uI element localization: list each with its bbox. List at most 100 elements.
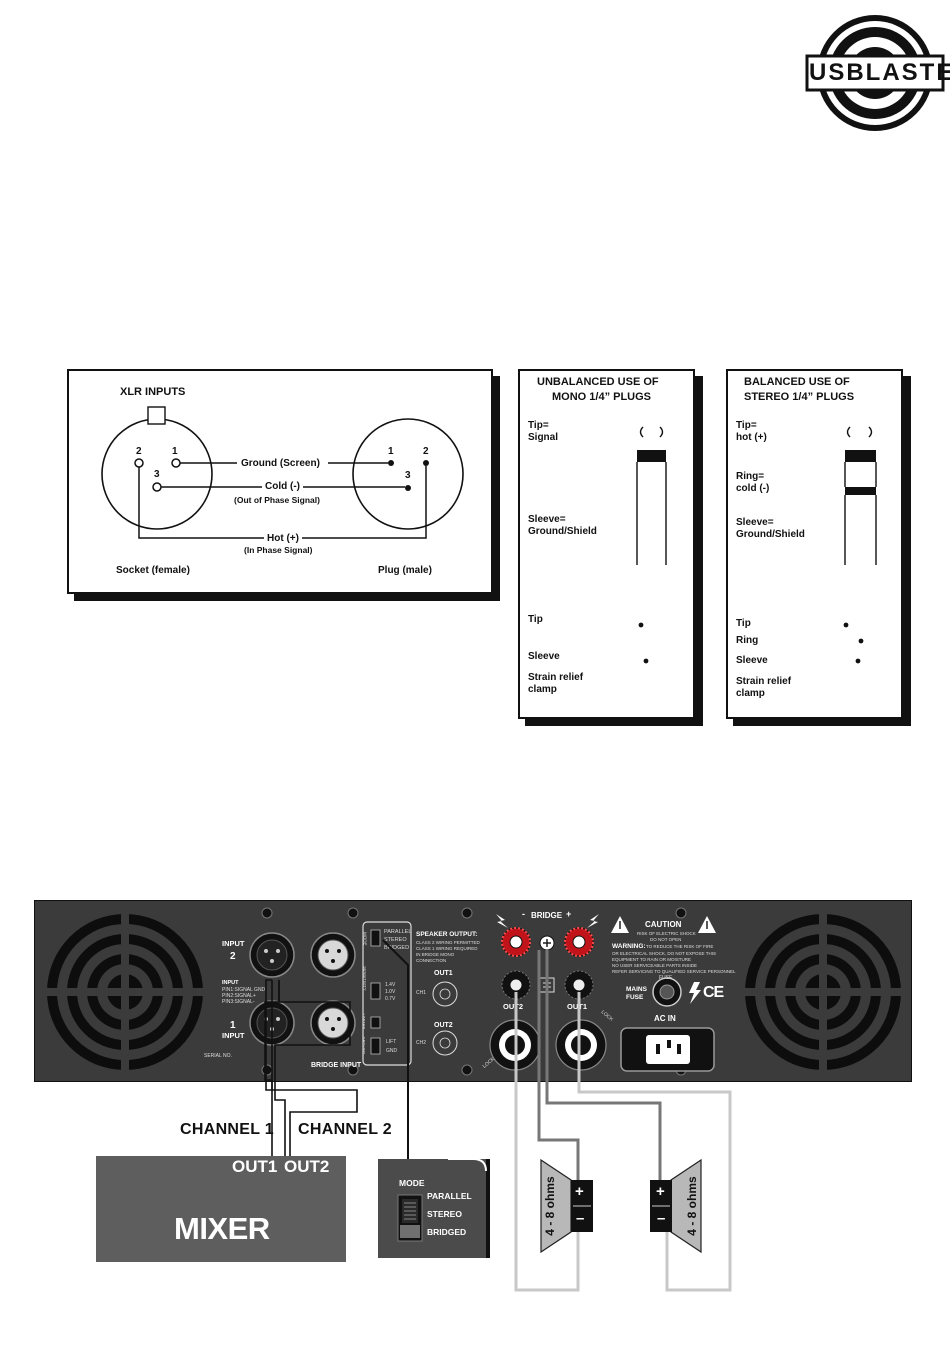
plug-pin-2: 2 <box>423 446 429 457</box>
out1-label: OUT1 <box>567 1002 588 1011</box>
speakon-diagram-out1 <box>432 981 458 1007</box>
speakon-diagram-out2 <box>432 1030 458 1056</box>
mono-sleeve-eq-2: Ground/Shield <box>528 526 597 537</box>
stereo-title-1: BALANCED USE OF <box>744 376 850 388</box>
caution-title: CAUTION <box>645 920 682 929</box>
right-speaker-minus: – <box>657 1210 666 1227</box>
plug-pin-3: 3 <box>405 470 411 481</box>
sens-3-label: 0.7V <box>385 996 396 1002</box>
left-speaker-plus: + <box>575 1183 584 1200</box>
gnd-label: GND <box>386 1048 398 1054</box>
mixer-title: MIXER <box>174 1211 270 1246</box>
mixer-out2-label: OUT2 <box>284 1157 330 1176</box>
mono-tip-eq-2: Signal <box>528 432 559 443</box>
binding-post-right-black <box>564 970 594 1000</box>
socket-pin-2: 2 <box>136 446 142 457</box>
right-fan-grille <box>743 912 903 1072</box>
socket-pin-1: 1 <box>172 446 178 457</box>
socket-pin-3: 3 <box>154 469 160 480</box>
left-speaker-minus: – <box>576 1210 585 1227</box>
cold-note: (Out of Phase Signal) <box>234 495 320 505</box>
xlr-box <box>67 369 493 594</box>
xlr-input-2-female <box>310 932 356 978</box>
sens-1-label: 1.4V <box>385 982 396 988</box>
logo-text: USBLASTER <box>809 59 950 86</box>
mode-inset-parallel-label: PARALLEL <box>427 1191 472 1201</box>
warning-line-3: EQUIPMENT TO RAIN OR MOISTURE <box>612 957 692 962</box>
mono-tip: Tip <box>528 614 543 625</box>
speaker-line-4: CONNECTION <box>416 958 447 963</box>
input-2-label: INPUT <box>222 939 245 948</box>
mono-title-2: MONO 1/4” PLUGS <box>552 391 652 403</box>
logo-graphic <box>805 15 945 131</box>
out2-label: OUT2 <box>503 1002 524 1011</box>
input-1-number: 1 <box>230 1020 236 1031</box>
serial-number-label: SERIAL NO. <box>204 1053 232 1059</box>
mode-inset-bridged-label: BRIDGED <box>427 1227 467 1237</box>
stereo-ring-eq-1: Ring= <box>736 471 765 482</box>
mixer-out1-label: OUT1 <box>232 1157 278 1176</box>
stereo-sleeve-eq-2: Ground/Shield <box>736 529 805 540</box>
mono-sleeve-eq-1: Sleeve= <box>528 514 566 525</box>
mode-switch-inset: MODE PARALLEL STEREO BRIDGED <box>378 1158 490 1258</box>
bridge-plus: + <box>566 909 572 919</box>
warning-line-4: NO USER SERVICEABLE PARTS INSIDE <box>612 963 698 968</box>
mono-tip-eq-1: Tip= <box>528 420 549 431</box>
mode-stereo-label: STEREO <box>384 937 407 943</box>
speaker-output-label: SPEAKER OUTPUT: <box>416 931 478 938</box>
stereo-strain-1: Strain relief <box>736 676 792 687</box>
speaker-line-2: CLASS 1 WIRING REQUIRED <box>416 946 478 951</box>
binding-post-left-black <box>501 970 531 1000</box>
mono-sleeve: Sleeve <box>528 651 560 662</box>
mono-strain-1: Strain relief <box>528 672 584 683</box>
xlr-title: XLR INPUTS <box>120 386 186 398</box>
input-small-line-3: PIN3:SIGNAL- <box>222 999 255 1005</box>
stereo-sleeve-eq-1: Sleeve= <box>736 517 774 528</box>
caution-line-2: DO NOT OPEN <box>650 937 682 942</box>
input-1-label: INPUT <box>222 1031 245 1040</box>
stereo-ring-eq-2: cold (-) <box>736 483 770 494</box>
channel-1-label: CHANNEL 1 <box>180 1121 274 1138</box>
hot-label: Hot (+) <box>267 533 299 544</box>
stereo-box <box>726 369 903 719</box>
hot-note: (In Phase Signal) <box>244 545 313 555</box>
stereo-tip-eq-2: hot (+) <box>736 432 767 443</box>
left-speaker-ohms: 4 - 8 ohms <box>543 1176 557 1236</box>
stereo-ring: Ring <box>736 635 759 646</box>
plug-pin-1: 1 <box>388 446 394 457</box>
warning-line-1: TO REDUCE THE RISK OF FIRE <box>646 944 714 949</box>
plug-label: Plug (male) <box>378 565 432 576</box>
stereo-tip: Tip <box>736 618 751 629</box>
stereo-tip-eq-1: Tip= <box>736 420 757 431</box>
lift-label: LIFT <box>386 1039 397 1045</box>
mode-inset-mode-label: MODE <box>399 1178 425 1188</box>
right-speaker-plus: + <box>656 1183 665 1200</box>
mixer-box: OUT1 OUT2 MIXER <box>96 1156 346 1262</box>
socket-label: Socket (female) <box>116 565 190 576</box>
bridge-label: BRIDGE <box>531 911 563 920</box>
speaker-line-3: IN BRIDGE MONO <box>416 952 455 957</box>
logo: USBLASTER <box>805 12 950 134</box>
channel-2-label: CHANNEL 2 <box>298 1121 392 1138</box>
right-speaker-ohms: 4 - 8 ohms <box>685 1176 699 1236</box>
input-small-line-1: PIN1:SIGNAL GND <box>222 987 266 993</box>
bridge-minus: - <box>522 909 525 919</box>
mode-inset-stereo-label: STEREO <box>427 1209 462 1219</box>
mode-bridged-label: BRIDGED <box>384 945 410 951</box>
speaker-line-1: CLASS 2 WIRING PERMITTED <box>416 940 480 945</box>
warning-line-5: REFER SERVICING TO QUALIFIED SERVICE PER… <box>612 969 736 974</box>
ac-in-label: AC IN <box>654 1014 676 1023</box>
caution-line-1: RISK OF ELECTRIC SHOCK <box>637 931 696 936</box>
speakon-out2-label: OUT2 <box>434 1022 453 1029</box>
binding-post-right-red <box>564 927 594 957</box>
ce-mark: CE <box>703 984 724 1001</box>
speakon-ch1-label: CH1 <box>416 990 427 996</box>
bridge-input-label: BRIDGE INPUT <box>311 1062 362 1069</box>
speakon-ch2-label: CH2 <box>416 1040 427 1046</box>
speakon-out1 <box>555 1019 607 1071</box>
stereo-sleeve: Sleeve <box>736 655 768 666</box>
fuse-ring-label: FUSE <box>659 975 673 981</box>
